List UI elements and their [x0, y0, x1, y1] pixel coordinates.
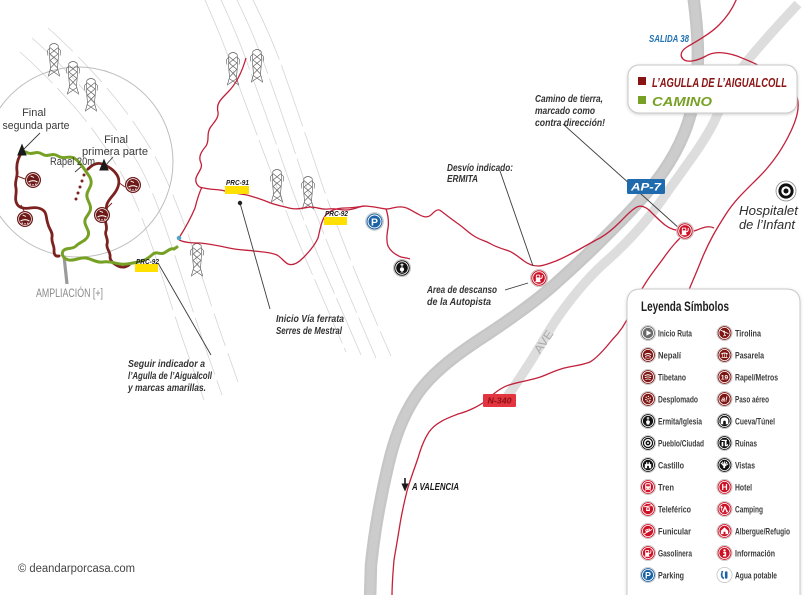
- svg-text:l’Agulla de l’Aigualcoll: l’Agulla de l’Aigualcoll: [128, 371, 212, 382]
- svg-text:Area de descanso: Area de descanso: [426, 285, 497, 296]
- svg-text:Camping: Camping: [735, 505, 763, 516]
- svg-text:contra dirección!: contra dirección!: [535, 118, 606, 129]
- svg-text:Serres de Mestral: Serres de Mestral: [276, 326, 342, 337]
- svg-text:L’AGULLA DE L’AIGUALCOLL: L’AGULLA DE L’AIGUALCOLL: [652, 75, 787, 90]
- svg-text:Rapel 20m: Rapel 20m: [50, 156, 95, 168]
- svg-text:© deandarporcasa.com: © deandarporcasa.com: [18, 563, 135, 575]
- svg-text:Vistas: Vistas: [735, 461, 755, 472]
- svg-text:Ermita/Iglesia: Ermita/Iglesia: [658, 417, 703, 428]
- svg-text:Desvío indicado:: Desvío indicado:: [447, 163, 513, 174]
- svg-text:Castillo: Castillo: [658, 461, 684, 472]
- svg-text:PRC-92: PRC-92: [325, 209, 349, 218]
- svg-text:A VALENCIA: A VALENCIA: [411, 482, 459, 493]
- svg-text:AMPLIACIÓN [+]: AMPLIACIÓN [+]: [36, 287, 103, 300]
- svg-text:Tirolina: Tirolina: [735, 329, 762, 340]
- svg-text:Pasarela: Pasarela: [735, 351, 765, 362]
- svg-text:Albergue/Refugio: Albergue/Refugio: [735, 527, 790, 538]
- svg-text:Hotel: Hotel: [735, 483, 752, 494]
- svg-text:Inicio Vía ferrata: Inicio Vía ferrata: [276, 314, 344, 325]
- svg-text:Paso aéreo: Paso aéreo: [735, 395, 769, 406]
- svg-text:AP-7: AP-7: [630, 182, 662, 194]
- svg-text:marcado como: marcado como: [535, 106, 595, 117]
- svg-text:Hospitalet: Hospitalet: [739, 203, 799, 218]
- svg-text:Final: Final: [104, 134, 128, 146]
- svg-text:Rapel/Metros: Rapel/Metros: [735, 373, 778, 384]
- svg-text:Teleférico: Teleférico: [658, 505, 691, 516]
- svg-text:Agua potable: Agua potable: [735, 571, 777, 582]
- svg-text:Leyenda Símbolos: Leyenda Símbolos: [641, 299, 729, 314]
- svg-text:de la Autopista: de la Autopista: [427, 297, 491, 308]
- svg-text:Funicular: Funicular: [658, 527, 691, 538]
- svg-text:Ruinas: Ruinas: [735, 439, 757, 450]
- svg-text:Nepalí: Nepalí: [658, 351, 681, 362]
- svg-text:Información: Información: [735, 549, 775, 560]
- svg-text:Gasolinera: Gasolinera: [658, 549, 692, 560]
- svg-text:segunda parte: segunda parte: [3, 120, 70, 132]
- svg-text:SALIDA 38: SALIDA 38: [649, 33, 689, 45]
- svg-text:Seguir indicador a: Seguir indicador a: [128, 359, 205, 370]
- svg-text:Final: Final: [22, 107, 46, 119]
- svg-text:Inicio Ruta: Inicio Ruta: [658, 329, 692, 340]
- svg-text:de l’Infant: de l’Infant: [739, 217, 796, 232]
- svg-text:PRC-91: PRC-91: [226, 178, 249, 187]
- svg-text:Pueblo/Ciudad: Pueblo/Ciudad: [658, 439, 704, 450]
- svg-text:Cueva/Túnel: Cueva/Túnel: [735, 417, 775, 428]
- svg-text:Desplomado: Desplomado: [658, 395, 698, 406]
- svg-text:N-340: N-340: [488, 396, 512, 406]
- svg-text:PRC-92: PRC-92: [136, 257, 160, 266]
- svg-text:y marcas amarillas.: y marcas amarillas.: [127, 383, 206, 394]
- svg-text:ERMITA: ERMITA: [447, 174, 478, 185]
- svg-text:Parking: Parking: [658, 571, 684, 582]
- svg-text:CAMINO: CAMINO: [652, 94, 712, 109]
- svg-text:Tibetano: Tibetano: [658, 373, 686, 384]
- svg-text:Camino de tierra,: Camino de tierra,: [535, 94, 603, 105]
- svg-text:Tren: Tren: [658, 483, 674, 494]
- svg-text:primera parte: primera parte: [82, 146, 148, 158]
